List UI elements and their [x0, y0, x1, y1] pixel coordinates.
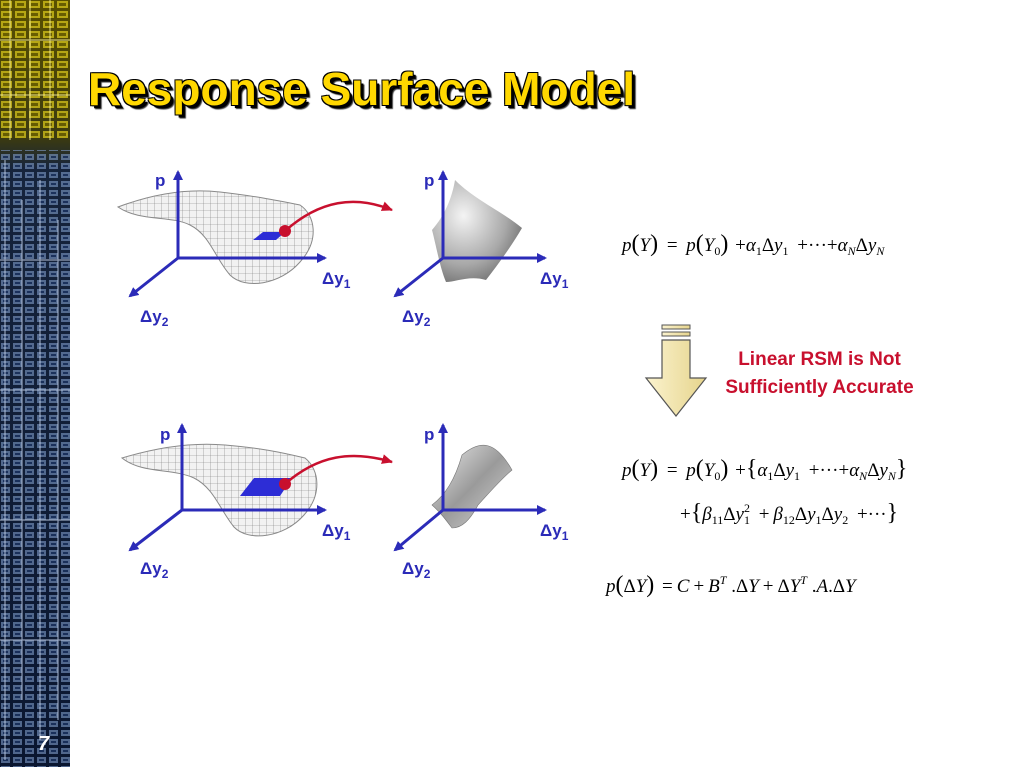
axis-label-dy2: Δy2: [140, 307, 169, 329]
axis-label-dy1-4: Δy1: [540, 521, 569, 543]
axis-dy2-line-2: [393, 256, 444, 298]
circuit-sidebar: 7: [0, 0, 70, 767]
axis-label-dy2-3: Δy2: [140, 559, 169, 581]
axis-label-dy1: Δy1: [322, 269, 351, 291]
surface-mesh-icon-2: [120, 443, 318, 537]
linear-rsm-note: Linear RSM is Not Sufficiently Accurate: [712, 346, 927, 402]
quadratic-rsm-equation: p(Y) = p(Y0) +{α1Δy1 +···+αNΔyN} +{β11Δy…: [620, 456, 907, 529]
note-line-1: Linear RSM is Not: [738, 349, 901, 370]
axis-label-dy1-2: Δy1: [540, 269, 569, 291]
down-arrow-icon: [644, 324, 708, 417]
linear-rsm-equation: p(Y) = p(Y0) +α1Δy1 +···+αNΔyN: [620, 231, 885, 260]
map-arrow-2: [284, 454, 393, 485]
linear-patch-icon: [432, 180, 522, 282]
circuit-pattern: [0, 0, 70, 767]
svg-text:p(Y) = p(Y0): p(Y) = p(Y0) +α1Δy1 +···+αNΔyN: [620, 231, 885, 260]
surface-mesh-icon: [116, 190, 314, 285]
quadratic-patch-icon: [431, 444, 513, 529]
quadratic-patch-plot: p Δy1 Δy2: [393, 423, 569, 581]
axis-label-p-4: p: [424, 425, 434, 444]
axis-label-dy2-2: Δy2: [402, 307, 431, 329]
svg-text:p(ΔY) =C+BT .ΔY+ΔY: p(ΔY) =C+BT .ΔY+ΔYT .A.ΔY: [604, 568, 858, 598]
map-arrow: [284, 200, 393, 232]
surface-mesh-bottom: p Δy1 Δy2: [120, 423, 393, 581]
axis-label-p: p: [155, 171, 165, 190]
axis-label-p-2: p: [424, 171, 434, 190]
slide-number: 7: [38, 733, 50, 755]
axis-label-dy1-3: Δy1: [322, 521, 351, 543]
axis-label-p-3: p: [160, 425, 170, 444]
axis-label-dy2-4: Δy2: [402, 559, 431, 581]
note-line-2: Sufficiently Accurate: [725, 377, 914, 398]
axis-dy2-line-3: [128, 508, 183, 552]
matrix-rsm-equation: p(ΔY) =C+BT .ΔY+ΔYT .A.ΔY: [604, 568, 858, 598]
axis-dy2-line: [128, 256, 179, 298]
slide-title: Response Surface Model: [88, 63, 636, 115]
quadratic-patch-region: [240, 478, 292, 496]
surface-mesh-top: p Δy1 Δy2: [116, 170, 393, 329]
linear-patch-plot: p Δy1 Δy2: [393, 170, 569, 329]
linear-patch-small: [253, 232, 285, 240]
svg-text:p(Y) = p(Y0): p(Y) = p(Y0) +{α1Δy1 +···+αNΔyN}: [620, 456, 907, 485]
axis-dy2-line-4: [393, 508, 444, 552]
